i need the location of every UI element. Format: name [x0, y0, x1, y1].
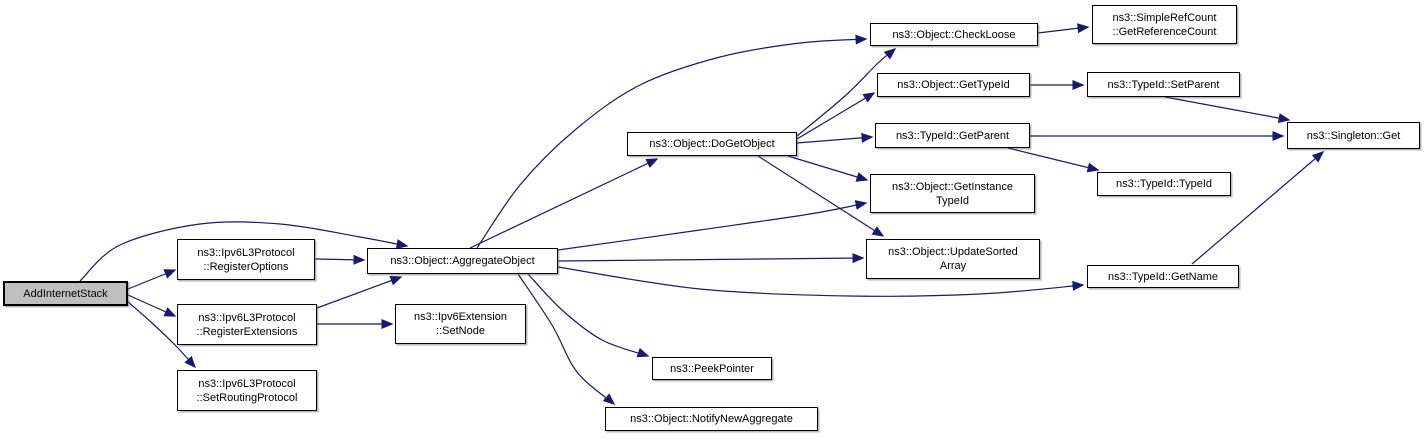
node-label-line: ns3::Object::GetInstance — [891, 180, 1014, 193]
edge-do-get-object-to-check-loose — [796, 48, 897, 137]
node-type-id-get-name[interactable]: ns3::TypeId::GetName — [1087, 265, 1239, 288]
node-label-line: ns3::TypeId::GetParent — [895, 129, 1010, 142]
node-set-node[interactable]: ns3::Ipv6Extension::SetNode — [395, 304, 526, 344]
edge-do-get-object-to-type-id-get-parent — [796, 132, 874, 144]
node-label-line: ns3::Object::NotifyNewAggregate — [630, 413, 793, 425]
node-label-line: ns3::PeekPointer — [670, 362, 754, 375]
node-singleton-get[interactable]: ns3::Singleton::Get — [1287, 122, 1420, 149]
edge-type-id-get-name-to-singleton-get — [1191, 151, 1325, 265]
edge-add-internet-stack-to-set-routing-protocol — [126, 300, 197, 369]
node-label-line: Array — [939, 260, 967, 272]
node-label-line: ns3::Ipv6L3Protocol — [198, 377, 296, 390]
edge-aggregate-object-to-peek-pointer — [527, 273, 650, 358]
node-label-line: TypeId — [935, 194, 970, 207]
node-add-internet-stack[interactable]: AddInternetStack — [3, 281, 128, 306]
node-notify-new-aggregate[interactable]: ns3::Object::NotifyNewAggregate — [605, 407, 818, 431]
node-register-extensions[interactable]: ns3::Ipv6L3Protocol::RegisterExtensions — [177, 304, 317, 345]
node-label-line: ::RegisterExtensions — [196, 325, 298, 338]
node-label-line: ns3::TypeId::GetName — [1107, 270, 1219, 283]
node-label-line: ::SetRoutingProtocol — [196, 391, 298, 404]
edge-register-options-to-aggregate-object — [314, 254, 366, 265]
edge-check-loose-to-get-reference-count — [1037, 23, 1090, 34]
node-label-line: AddInternetStack — [23, 287, 108, 300]
edge-add-internet-stack-to-aggregate-object — [79, 221, 409, 282]
edge-type-id-get-parent-to-type-id-constructor — [1007, 147, 1100, 173]
node-label-line: ns3::Object::GetTypeId — [897, 79, 1010, 91]
node-label-line: ns3::SimpleRefCount — [1112, 11, 1217, 24]
node-label-line: ::GetReferenceCount — [1112, 25, 1217, 38]
node-aggregate-object[interactable]: ns3::Object::AggregateObject — [367, 248, 558, 274]
edge-aggregate-object-to-check-loose — [476, 34, 868, 249]
node-peek-pointer[interactable]: ns3::PeekPointer — [652, 357, 772, 380]
node-type-id-get-parent[interactable]: ns3::TypeId::GetParent — [875, 123, 1030, 148]
node-do-get-object[interactable]: ns3::Object::DoGetObject — [627, 132, 797, 156]
node-label-line: ns3::Ipv6L3Protocol — [198, 311, 296, 324]
edge-register-extensions-to-aggregate-object — [316, 275, 403, 309]
node-set-routing-protocol[interactable]: ns3::Ipv6L3Protocol::SetRoutingProtocol — [177, 370, 317, 411]
node-type-id-constructor[interactable]: ns3::TypeId::TypeId — [1097, 172, 1231, 196]
edge-aggregate-object-to-do-get-object — [469, 158, 659, 249]
node-register-options[interactable]: ns3::Ipv6L3Protocol::RegisterOptions — [177, 239, 315, 280]
node-label-line: ns3::Object::CheckLoose — [892, 28, 1016, 41]
node-label-line: ns3::Object::DoGetObject — [649, 138, 775, 150]
edge-aggregate-object-to-notify-new-aggregate — [517, 273, 616, 405]
node-get-type-id[interactable]: ns3::Object::GetTypeId — [877, 73, 1030, 97]
edge-type-id-set-parent-to-singleton-get — [1164, 96, 1291, 124]
edge-do-get-object-to-update-sorted-array — [757, 155, 885, 237]
node-get-reference-count[interactable]: ns3::SimpleRefCount::GetReferenceCount — [1092, 5, 1237, 44]
node-label-line: ns3::Object::AggregateObject — [390, 255, 535, 267]
node-label-line: ::SetNode — [436, 325, 485, 337]
node-label-line: ::RegisterOptions — [203, 260, 289, 273]
edge-aggregate-object-to-update-sorted-array — [557, 253, 865, 264]
node-label-line: ns3::TypeId::TypeId — [1115, 178, 1212, 190]
node-check-loose[interactable]: ns3::Object::CheckLoose — [870, 23, 1038, 46]
node-label-line: ns3::Ipv6Extension — [414, 311, 507, 323]
edge-add-internet-stack-to-register-options — [127, 269, 177, 290]
edge-aggregate-object-to-get-instance-type-id — [557, 200, 868, 251]
edge-add-internet-stack-to-register-extensions — [127, 294, 177, 317]
node-label-line: ns3::TypeId::SetParent — [1107, 78, 1220, 91]
node-label-line: ns3::Singleton::Get — [1306, 129, 1401, 142]
edge-aggregate-object-to-type-id-get-name — [557, 266, 1085, 297]
node-label-line: ns3::Ipv6L3Protocol — [197, 246, 295, 259]
edge-do-get-object-to-get-instance-type-id — [787, 155, 869, 182]
node-type-id-set-parent[interactable]: ns3::TypeId::SetParent — [1087, 72, 1240, 97]
node-label-line: ns3::Object::UpdateSorted — [888, 246, 1018, 258]
edge-do-get-object-to-get-type-id — [796, 92, 876, 140]
